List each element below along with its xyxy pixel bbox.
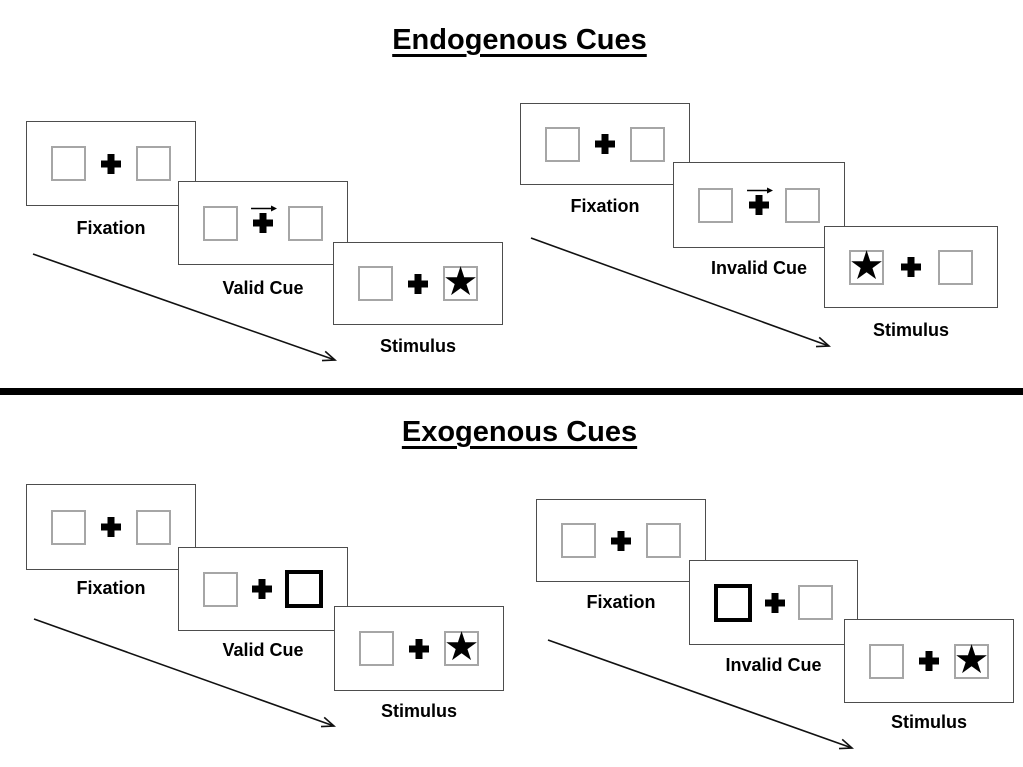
- frame-label-fixation: Fixation: [586, 592, 656, 612]
- target-star-box: ★: [954, 640, 990, 680]
- exogenous-valid-fixation-panel: [26, 484, 196, 570]
- section-divider: [0, 388, 1023, 395]
- endogenous-invalid-cue-panel: [673, 162, 845, 248]
- fixation-cross-icon: [595, 134, 615, 154]
- section-title-exogenous: Exogenous Cues: [8, 416, 1023, 449]
- section-title-endogenous: Endogenous Cues: [8, 24, 1023, 57]
- right-box: [785, 187, 820, 223]
- right-box: [938, 249, 973, 285]
- endogenous-invalid-stimulus-panel: ★: [824, 226, 998, 308]
- exogenous-valid-stimulus-panel: ★: [334, 606, 504, 691]
- target-star-box: ★: [443, 262, 479, 302]
- target-star-icon: ★: [848, 242, 885, 289]
- exogenous-invalid-stimulus-panel: ★: [844, 619, 1014, 703]
- target-star-box: ★: [444, 627, 480, 667]
- fixation-cross-icon: [101, 517, 121, 537]
- frame-label-invalid-cue: Invalid Cue: [710, 258, 808, 278]
- fixation-cross: [251, 579, 272, 599]
- section-title-exogenous-text: Exogenous Cues: [401, 416, 638, 448]
- frame-label-stimulus: Stimulus: [379, 336, 456, 356]
- frame-label-valid-cue: Valid Cue: [222, 640, 304, 660]
- exogenous-invalid-fixation-panel: [536, 499, 706, 582]
- left-box: [698, 187, 733, 223]
- left-box: [869, 643, 904, 679]
- target-star-box: ★: [849, 246, 885, 286]
- endogenous-valid-stimulus-panel: ★: [333, 242, 503, 325]
- frame-label-fixation: Fixation: [570, 196, 640, 216]
- frame-label-fixation: Fixation: [76, 218, 146, 238]
- frame-label-stimulus: Stimulus: [872, 320, 949, 340]
- left-box: [51, 146, 86, 181]
- fixation-cross: [595, 134, 615, 154]
- right-box: [136, 509, 171, 545]
- fixation-cross-icon: [749, 195, 769, 215]
- fixation-cross: [747, 187, 774, 215]
- target-star-icon: ★: [953, 636, 990, 683]
- fixation-cross: [919, 651, 939, 671]
- right-box: [288, 205, 323, 241]
- fixation-cross-icon: [919, 651, 939, 671]
- endogenous-invalid-fixation-panel: [520, 103, 690, 185]
- exogenous-invalid-cue-panel: [689, 560, 858, 645]
- left-box: [51, 509, 86, 545]
- frame-label-stimulus: Stimulus: [380, 701, 457, 721]
- timeline-arrow-icon: [547, 639, 855, 750]
- fixation-cross: [409, 638, 429, 659]
- left-box: [203, 571, 238, 607]
- fixation-cross: [765, 592, 785, 613]
- cue-box: [714, 583, 752, 622]
- right-box: [646, 523, 681, 558]
- frame-label-invalid-cue: Invalid Cue: [725, 655, 822, 675]
- cue-box: [285, 570, 323, 608]
- endogenous-valid-cue-panel: [178, 181, 348, 265]
- left-box: [358, 266, 393, 301]
- fixation-cross: [251, 205, 278, 233]
- right-box: [136, 146, 171, 181]
- fixation-cross: [101, 153, 121, 174]
- fixation-cross-icon: [901, 257, 921, 277]
- frame-label-stimulus: Stimulus: [890, 712, 967, 732]
- timeline-arrow-icon: [33, 618, 337, 728]
- section-title-endogenous-text: Endogenous Cues: [392, 24, 647, 56]
- left-box: [545, 126, 580, 162]
- cue-arrow-icon: [251, 200, 278, 218]
- fixation-cross-icon: [408, 273, 428, 294]
- left-box: [359, 631, 394, 666]
- endogenous-valid-fixation-panel: [26, 121, 196, 206]
- fixation-cross-icon: [253, 213, 273, 233]
- target-star-icon: ★: [443, 624, 480, 670]
- fixation-cross: [611, 530, 631, 551]
- timeline-arrow-icon: [530, 237, 832, 348]
- fixation-cross-icon: [765, 592, 785, 613]
- fixation-cross-icon: [409, 638, 429, 659]
- timeline-arrow-icon: [32, 253, 338, 362]
- target-star-icon: ★: [442, 259, 479, 305]
- right-box: [630, 126, 665, 162]
- fixation-cross: [101, 517, 121, 537]
- fixation-cross-icon: [101, 153, 121, 174]
- exogenous-valid-cue-panel: [178, 547, 348, 631]
- fixation-cross: [901, 257, 921, 277]
- fixation-cross: [408, 273, 428, 294]
- left-box: [561, 523, 596, 558]
- frame-label-fixation: Fixation: [76, 578, 146, 598]
- frame-label-valid-cue: Valid Cue: [222, 278, 304, 298]
- fixation-cross-icon: [611, 530, 631, 551]
- cue-arrow-icon: [747, 182, 774, 200]
- fixation-cross-icon: [251, 579, 272, 599]
- left-box: [203, 205, 238, 241]
- right-box: [798, 585, 833, 620]
